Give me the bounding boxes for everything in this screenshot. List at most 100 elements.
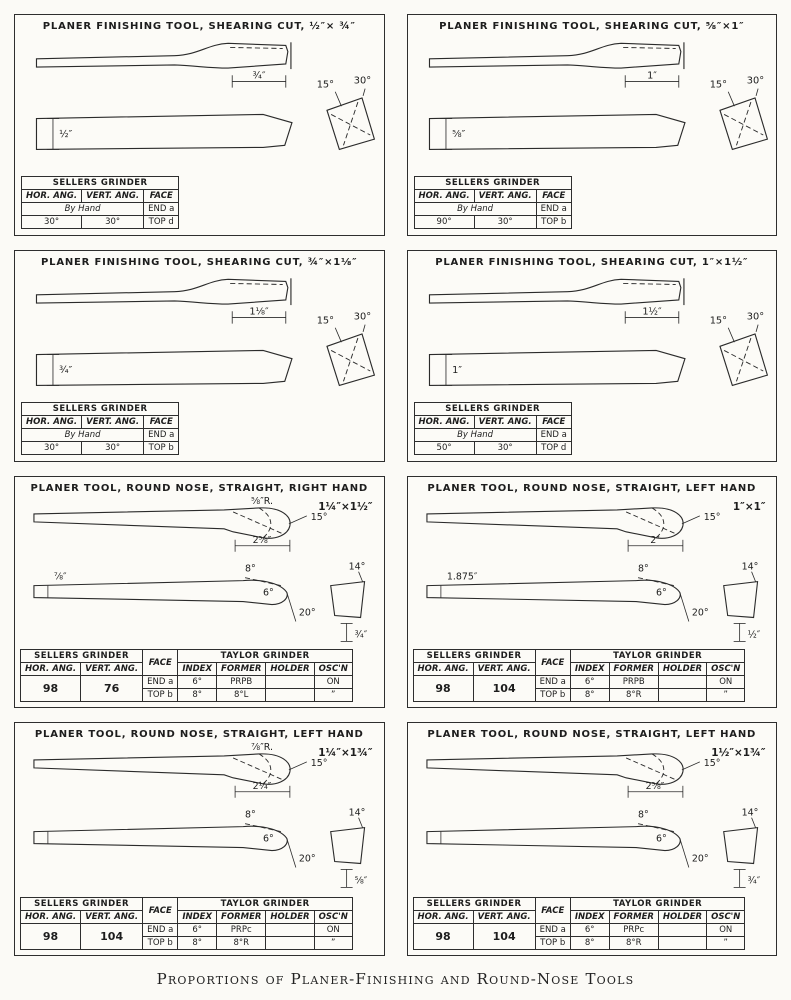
panel-round-nose-3: PLANER TOOL, ROUND NOSE, STRAIGHT, LEFT … [14, 722, 385, 956]
tool-size-label: 1″×1″ [732, 501, 765, 513]
tool-bit-detail [722, 571, 758, 642]
back-slope-angle-label: 8° [638, 810, 649, 821]
former-value: 8°L [216, 688, 267, 702]
back-slope-angle-label: 8° [245, 810, 256, 821]
face-header: FACE [143, 415, 180, 429]
side-rake-angle-label: 15° [703, 512, 720, 523]
hor-ang-value: 98 [19, 923, 82, 950]
side-view [33, 823, 297, 868]
back-slope-angle-label: 8° [638, 564, 649, 575]
sellers-grinder-table: SELLERS GRINDER HOR. ANG. VERT. ANG. FAC… [413, 402, 572, 455]
plan-view [428, 42, 685, 88]
oscn-value: ON [313, 675, 353, 689]
hor-ang-value: 98 [412, 675, 474, 702]
hor-ang-value: 98 [412, 923, 474, 950]
sellers-grinder-header: SELLERS GRINDER [412, 649, 536, 663]
hor-ang-header: HOR. ANG. [20, 415, 83, 429]
face-header: FACE [142, 649, 179, 676]
shank-height-dimension: 1.875″ [446, 572, 477, 583]
table-title: SELLERS GRINDER [20, 176, 180, 190]
plan-view [425, 507, 700, 552]
former-value: 8°R [608, 936, 659, 950]
index-header: INDEX [569, 662, 610, 676]
table-title: SELLERS GRINDER [20, 402, 180, 416]
panel-shearing-3: PLANER FINISHING TOOL, SHEARING CUT, ¾″×… [14, 250, 385, 462]
grinder-table: SELLERS GRINDER FACE TAYLOR GRINDER HOR.… [19, 897, 353, 950]
width-dimension-label: 1½″ [642, 305, 662, 317]
clearance-angle-label: 20° [691, 607, 708, 618]
oscn-value: ” [706, 936, 746, 950]
vert-ang-value: 30° [81, 441, 145, 455]
shear-angle-label: 15° [317, 80, 334, 91]
holder-value [265, 675, 315, 689]
grinder-table: SELLERS GRINDER FACE TAYLOR GRINDER HOR.… [412, 897, 746, 950]
vert-ang-header: VERT. ANG. [81, 415, 145, 429]
tool-drawing: 1¼″×1½″ ⅝″R. 15° 2⅝″ [33, 496, 373, 642]
tool-bit-detail [718, 324, 768, 387]
lip-angle-label: 6° [263, 588, 274, 599]
vert-ang-header: VERT. ANG. [473, 415, 537, 429]
former-value: PRPc [216, 923, 267, 937]
index-value: 8° [177, 688, 218, 702]
former-value: PRPc [608, 923, 659, 937]
face-value: END a [534, 675, 571, 689]
side-view [425, 823, 689, 868]
index-header: INDEX [177, 910, 218, 924]
side-view [33, 577, 297, 622]
index-value: 8° [569, 688, 610, 702]
sellers-grinder-header: SELLERS GRINDER [412, 897, 536, 911]
tool-size-label: 1¼″×1¾″ [318, 747, 373, 759]
side-view [35, 113, 293, 151]
lip-angle-label: 6° [655, 588, 666, 599]
shank-height-dimension: ⅞″ [54, 572, 67, 583]
plate-caption: Proportions of Planer-Finishing and Roun… [156, 970, 635, 988]
by-hand-cell: By Hand [413, 202, 537, 216]
plan-view [33, 507, 307, 552]
nose-length-dimension: 2⅝″ [645, 781, 664, 792]
top-face-cell: TOP d [535, 441, 572, 455]
panel-round-nose-2: PLANER TOOL, ROUND NOSE, STRAIGHT, LEFT … [406, 476, 777, 708]
side-view [428, 113, 686, 151]
sellers-grinder-table: SELLERS GRINDER HOR. ANG. VERT. ANG. FAC… [413, 176, 572, 229]
vert-ang-header: VERT. ANG. [81, 189, 145, 203]
front-clearance-angle-label: 14° [349, 808, 366, 819]
tool-drawing: 1½″×1¾″ 15° 2⅝″ [425, 747, 765, 888]
front-clearance-angle-label: 14° [349, 562, 366, 573]
vert-ang-header: VERT. ANG. [472, 662, 536, 676]
vert-ang-value: 104 [80, 923, 144, 950]
panel-grid: PLANER FINISHING TOOL, SHEARING CUT, ½″×… [14, 14, 777, 956]
thickness-dimension-label: ⅝″ [452, 129, 465, 140]
oscn-value: ON [706, 923, 746, 937]
vert-ang-value: 30° [81, 215, 145, 229]
holder-value [657, 923, 708, 937]
index-value: 6° [177, 675, 218, 689]
vert-ang-header: VERT. ANG. [80, 662, 144, 676]
tool-drawing: 1″×1″ 15° 2″ [425, 501, 765, 642]
oscn-header: OSC'N [313, 662, 353, 676]
thickness-dimension-label: ¾″ [59, 365, 72, 376]
back-slope-angle-label: 8° [245, 564, 256, 575]
sellers-grinder-table: SELLERS GRINDER HOR. ANG. VERT. ANG. FAC… [20, 176, 180, 229]
panel-title: PLANER FINISHING TOOL, SHEARING CUT, ½″×… [42, 21, 356, 32]
former-header: FORMER [608, 910, 659, 924]
holder-value [657, 688, 708, 702]
hor-ang-header: HOR. ANG. [19, 662, 82, 676]
index-header: INDEX [569, 910, 610, 924]
grinder-table: SELLERS GRINDER FACE TAYLOR GRINDER HOR.… [19, 649, 353, 702]
panel-title: PLANER TOOL, ROUND NOSE, STRAIGHT, RIGHT… [30, 483, 368, 494]
former-header: FORMER [216, 910, 267, 924]
clearance-angle-label: 20° [299, 853, 316, 864]
lip-angle-label: 6° [655, 834, 666, 845]
clearance-angle-label: 30° [746, 312, 763, 323]
hor-ang-value: 98 [19, 675, 82, 702]
face-header: FACE [535, 189, 572, 203]
bit-depth-dimension: ½″ [747, 629, 760, 640]
tool-bit-detail [718, 88, 768, 151]
former-header: FORMER [608, 662, 659, 676]
face-value: TOP b [534, 688, 571, 702]
hor-ang-header: HOR. ANG. [20, 189, 83, 203]
face-value: END a [142, 923, 179, 937]
plan-view [33, 753, 307, 798]
width-dimension-label: ¾″ [252, 70, 265, 81]
face-header: FACE [143, 189, 180, 203]
